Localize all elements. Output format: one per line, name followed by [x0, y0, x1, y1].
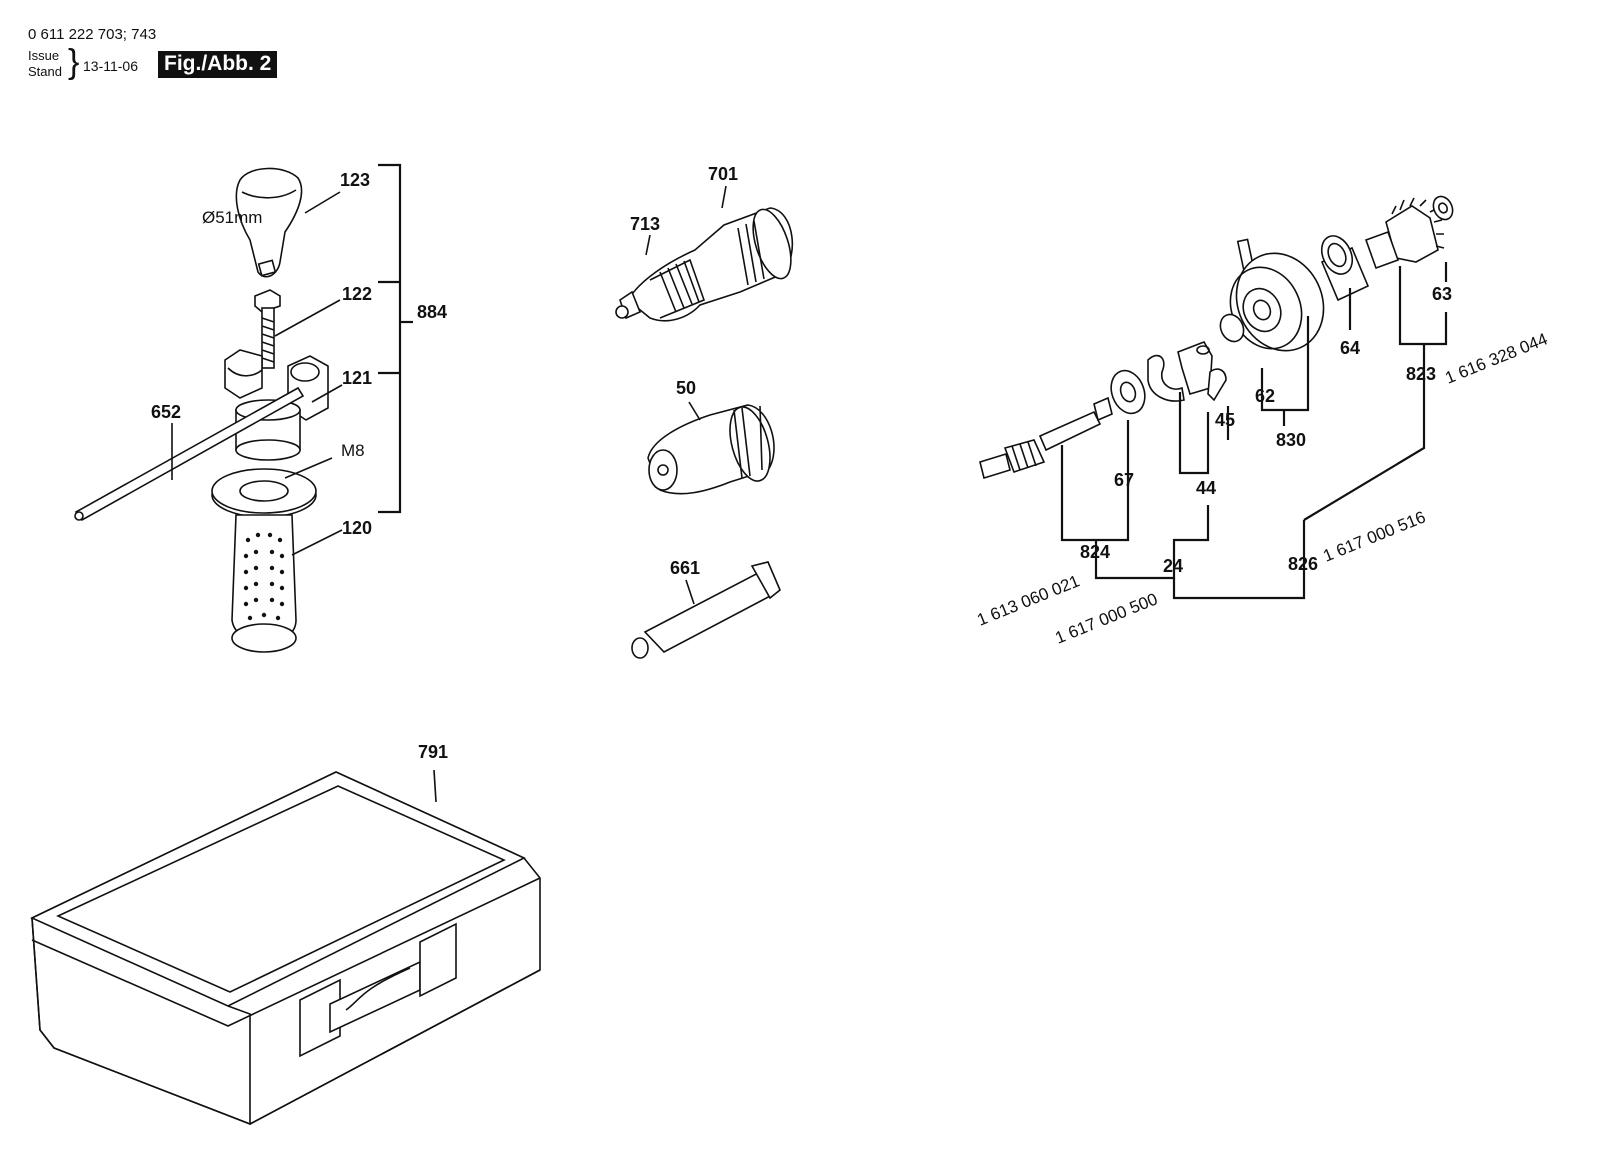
stand-label: Stand	[28, 64, 62, 79]
ball-bearing-part	[1110, 369, 1146, 415]
callout-652: 652	[151, 402, 181, 422]
callout-50: 50	[676, 378, 696, 398]
callout-791: 791	[418, 742, 448, 762]
callout-pinion-set-code: 1 613 060 021	[974, 571, 1082, 629]
needle-sleeve-part	[1320, 235, 1370, 302]
callout-701: 701	[708, 164, 738, 184]
callout-826: 826	[1288, 554, 1318, 574]
clamp-screw-part	[254, 289, 281, 369]
pinion-shaft-part	[979, 396, 1113, 480]
callout-gear-set-code: 1 616 328 044	[1442, 329, 1550, 387]
callout-830: 830	[1276, 430, 1306, 450]
callout-24: 24	[1163, 556, 1183, 576]
callout-45: 45	[1215, 410, 1235, 430]
callout-44: 44	[1196, 478, 1216, 498]
figure-label: Fig./Abb. 2	[158, 51, 278, 78]
callout-120: 120	[342, 518, 372, 538]
keyless-chuck-part	[615, 207, 794, 322]
callout-thread: M8	[341, 441, 365, 460]
model-numbers: 0 611 222 703; 743	[28, 26, 157, 43]
callout-121: 121	[342, 368, 372, 388]
callout-823: 823	[1406, 364, 1436, 384]
depth-stop-part	[235, 167, 303, 278]
quick-chuck-part	[647, 404, 775, 495]
callout-661: 661	[670, 558, 700, 578]
issue-label: Issue	[28, 48, 60, 63]
callout-67: 67	[1114, 470, 1134, 490]
issue-date: 13-11-06	[83, 58, 139, 74]
callout-62: 62	[1255, 386, 1275, 406]
bearing-ring-part	[1219, 238, 1325, 352]
callout-824: 824	[1080, 542, 1110, 562]
callout-123: 123	[340, 170, 370, 190]
callout-63: 63	[1432, 284, 1452, 304]
callout-64: 64	[1340, 338, 1360, 358]
gear-part	[1364, 195, 1454, 270]
callout-diameter: Ø51mm	[202, 208, 262, 227]
callout-122: 122	[342, 284, 372, 304]
switching-fork-part	[1147, 341, 1227, 402]
callout-713: 713	[630, 214, 660, 234]
handle-grip-part	[211, 468, 317, 653]
issue-stand-label: Issue Stand	[28, 48, 62, 80]
callout-fork-set-code: 1 617 000 500	[1052, 589, 1160, 647]
depth-gauge-part	[74, 386, 305, 522]
header-brace: }	[68, 43, 80, 81]
grease-tube-part	[631, 561, 781, 659]
carrying-case-part	[30, 771, 541, 1126]
callout-884: 884	[417, 302, 447, 322]
callout-gearbox-set-code: 1 617 000 516	[1320, 507, 1428, 565]
